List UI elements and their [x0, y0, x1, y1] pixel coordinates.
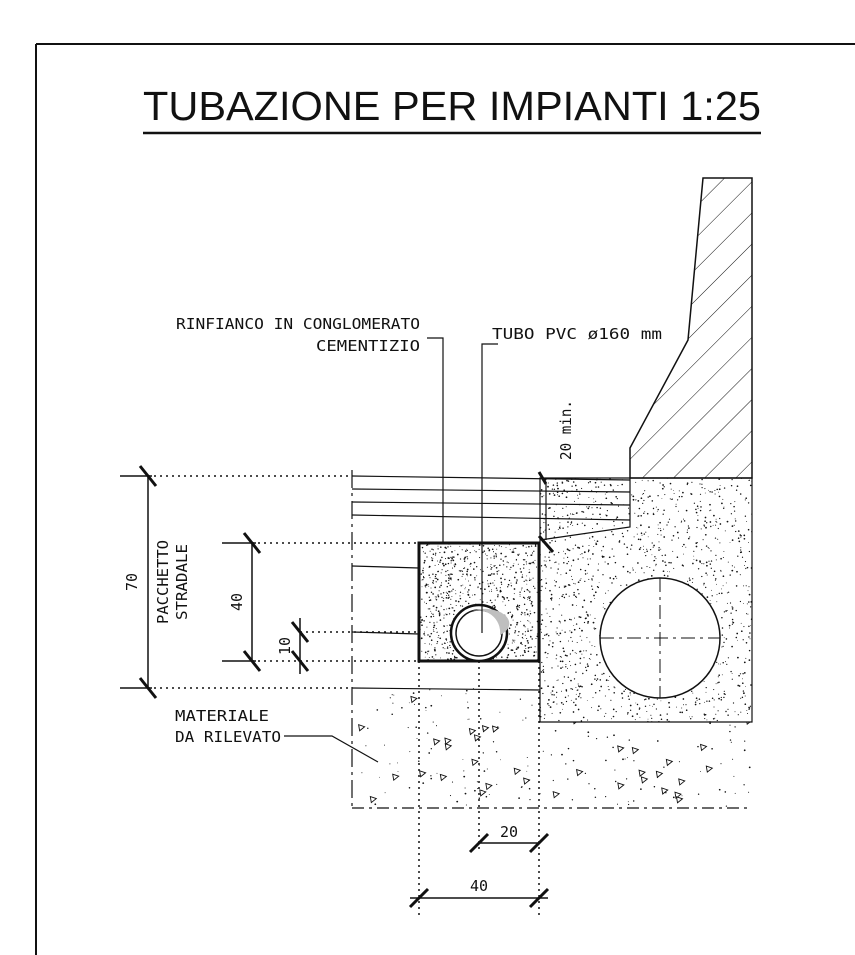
large-pipe-section: [599, 577, 721, 699]
dimension-lines: [120, 465, 555, 909]
dimension-trench-height: 40: [228, 593, 246, 611]
dimension-total-height: 70: [123, 573, 141, 591]
pacchetto-label-line1: PACCHETTO: [154, 540, 172, 624]
drawing-title: TUBAZIONE PER IMPIANTI 1:25: [143, 83, 761, 129]
materiale-label-line1: MATERIALE: [175, 707, 269, 725]
road-package-layers: [351, 475, 631, 691]
rinfianco-label-line2: CEMENTIZIO: [316, 337, 420, 355]
projection-lines: [148, 475, 540, 918]
dimension-pipe-offset: 20: [500, 823, 518, 841]
pvc-pipe: [449, 603, 510, 663]
leader-lines: [284, 337, 547, 763]
dimension-trench-width: 40: [470, 877, 488, 895]
tubo-pvc-label: TUBO PVC ø160 mm: [492, 325, 662, 343]
pacchetto-label-line2: STRADALE: [173, 544, 191, 620]
materiale-label-line2: DA RILEVATO: [175, 728, 281, 746]
dimension-pipe-bedding: 10: [276, 637, 294, 655]
min-cover-label: 20 min.: [557, 400, 575, 460]
sheet-frame: [35, 43, 855, 955]
fill-material: [352, 688, 752, 809]
rinfianco-label-line1: RINFIANCO IN CONGLOMERATO: [176, 315, 420, 333]
